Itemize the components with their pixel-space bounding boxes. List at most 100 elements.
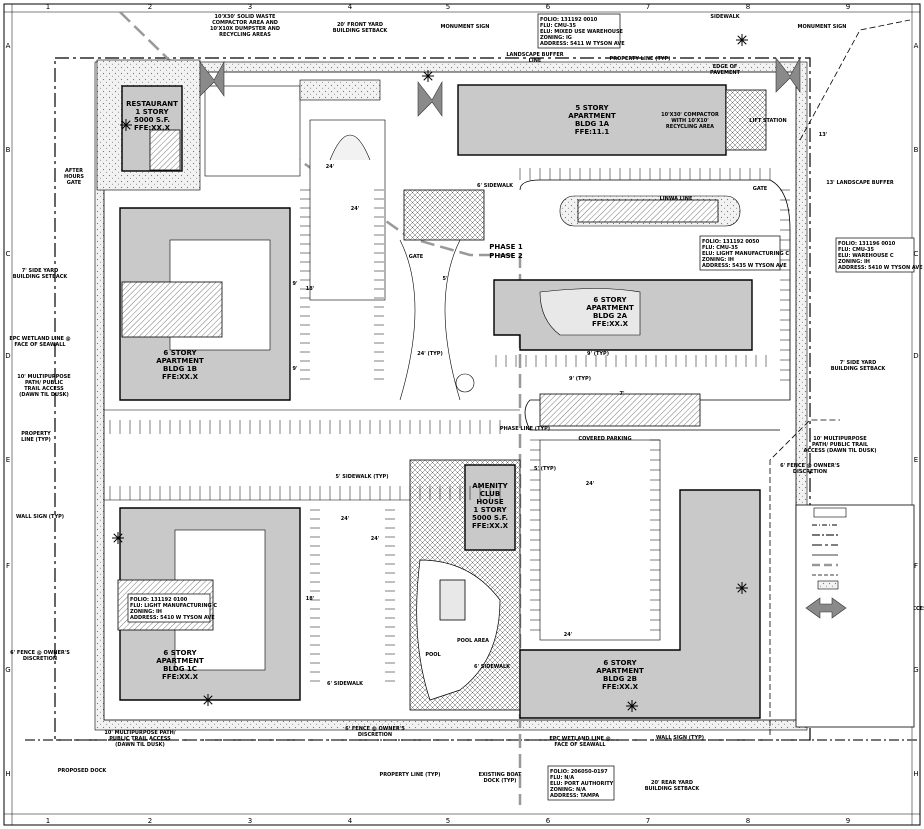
building-1c-label: FFE:XX.X	[162, 673, 199, 681]
folio-right: ZONING: IH	[838, 259, 870, 265]
front-yard-setback: 20' FRONT YARD	[337, 22, 383, 28]
folio-bottom: ELU: PORT AUTHORITY	[550, 781, 614, 787]
building-2a-label: 6 STORY	[593, 296, 627, 304]
phase-2-label: PHASE 2	[489, 252, 523, 260]
folio-left: FLU: LIGHT MANUFACTURING C	[130, 603, 217, 609]
building-1b-label: BLDG 1B	[163, 365, 197, 373]
dumpster-callout: COMPACTOR AREA AND	[212, 20, 278, 26]
grid-col-label: 5	[446, 817, 450, 825]
fence-callout: DISCRETION	[793, 469, 827, 475]
phase-line-callout: PHASE LINE (TYP)	[500, 426, 550, 432]
building-1c-label: APARTMENT	[156, 657, 204, 665]
grid-col-label: 2	[148, 3, 152, 11]
fence-callout: DISCRETION	[358, 732, 392, 738]
grid-row-label: B	[914, 146, 919, 154]
after-hours-gate: AFTER	[65, 168, 83, 174]
folio-bottom: FOLIO: 206050-0197	[550, 769, 608, 775]
folio-right: ADDRESS: 5410 W TYSON AVE	[838, 265, 923, 271]
property-line-callout: PROPERTY	[21, 431, 51, 437]
mid-road	[104, 189, 520, 501]
dimension-label: 5'	[442, 276, 447, 282]
restaurant-zone	[96, 59, 201, 191]
side-yard-setback: BUILDING SETBACK	[13, 274, 69, 280]
linwa-line-callout: LINWA LINE	[660, 196, 693, 202]
building-1a	[457, 84, 767, 156]
wetland-line-callout: FACE OF SEAWALL	[14, 342, 66, 348]
grid-row-label: E	[6, 456, 10, 464]
building-1a-label: FFE:11.1	[575, 128, 610, 136]
grid-col-label: 2	[148, 817, 152, 825]
building-2a-label: APARTMENT	[586, 304, 634, 312]
grid-row-label: C	[6, 250, 11, 258]
grid-col-label: 1	[46, 817, 50, 825]
wetland-line-callout: EPC WETLAND LINE @	[9, 336, 70, 342]
club-house-label: HOUSE	[476, 498, 504, 506]
building-2b-label: APARTMENT	[596, 667, 644, 675]
monument-sign-callout: MONUMENT SIGN	[441, 24, 490, 30]
dimension-label: 24'	[564, 632, 573, 638]
dimension-label: 5' (TYP)	[534, 466, 556, 472]
grid-col-label: 4	[348, 817, 353, 825]
building-2b-label: 6 STORY	[603, 659, 637, 667]
building-1b-label: FFE:XX.X	[162, 373, 199, 381]
edge-pavement-callout: PAVEMENT	[710, 70, 741, 76]
folio-right: FLU: CMU-35	[838, 247, 874, 253]
dimension-label: 7'	[619, 391, 624, 397]
wall-sign-icon	[112, 532, 124, 544]
club-house-label: AMENITY	[472, 482, 508, 490]
grid-row-label: H	[913, 770, 918, 778]
sidewalk-callout: SIDEWALK	[710, 14, 740, 20]
dimension-label: 9'	[292, 281, 297, 287]
property-line-callout: PROPERTY LINE (TYP)	[610, 56, 671, 62]
grid-col-label: 7	[646, 817, 650, 825]
building-2b-label: BLDG 2B	[603, 675, 637, 683]
folio-bottom: ADDRESS: TAMPA	[550, 793, 599, 799]
building-1b-label: 6 STORY	[163, 349, 197, 357]
dimension-label: 13'	[819, 132, 828, 138]
club-pool	[409, 459, 521, 711]
dimension-label: 9' (TYP)	[587, 351, 609, 357]
fence-callout: 6' FENCE @ OWNER'S	[780, 463, 840, 469]
multipurpose-path-callout: (DAWN TIL DUSK)	[19, 392, 69, 398]
grid-col-label: 8	[746, 817, 750, 825]
wetland-line-callout: FACE OF SEAWALL	[554, 742, 606, 748]
gate-label: GATE	[753, 186, 768, 192]
multipurpose-path-callout: 10' MULTIPURPOSE	[813, 436, 867, 442]
folio-mid: ZONING: IH	[702, 257, 734, 263]
dimension-label: 24'	[586, 481, 595, 487]
folio-mid-box	[699, 235, 781, 271]
side-yard-setback: BUILDING SETBACK	[831, 366, 887, 372]
side-yard-setback: 7' SIDE YARD	[840, 360, 877, 366]
top-parking	[204, 79, 386, 301]
wall-sign-icon	[120, 119, 132, 131]
lift-station-callout: LIFT STATION	[749, 118, 786, 124]
dumpster-callout: RECYCLING AREAS	[219, 32, 271, 38]
multipurpose-path-callout: 10' MULTIPURPOSE	[17, 374, 71, 380]
folio-top: FLU: CMU-35	[540, 23, 576, 29]
wall-sign-callout: WALL SIGN (TYP)	[16, 514, 64, 520]
building-1a-label: 5 STORY	[575, 104, 609, 112]
building-2b-label: FFE:XX.X	[602, 683, 639, 691]
proposed-dock-callout: PROPOSED DOCK	[58, 768, 108, 774]
folio-bottom: FLU: N/A	[550, 775, 574, 781]
multipurpose-path-callout: PATH/ PUBLIC TRAIL	[812, 442, 869, 448]
grid-row-label: H	[5, 770, 10, 778]
club-house-label: 5000 S.F.	[472, 514, 508, 522]
pool-label: POOL	[425, 652, 441, 658]
after-hours-gate: HOURS	[64, 174, 84, 180]
sidewalk-callout: 6' SIDEWALK	[327, 681, 364, 687]
folio-top-box	[537, 13, 621, 49]
folio-left-box	[127, 593, 211, 623]
ring-road	[519, 179, 791, 431]
building-1c-label: 6 STORY	[163, 649, 197, 657]
dimension-label: 9'	[292, 366, 297, 372]
grid-col-label: 3	[248, 3, 252, 11]
monument-sign-icon	[736, 34, 748, 46]
folio-right-box	[835, 237, 915, 273]
grid-col-label: 6	[546, 817, 551, 825]
dimension-label: 18'	[306, 596, 315, 602]
grid-col-label: 6	[546, 3, 551, 11]
grid-row-label: D	[913, 352, 918, 360]
sidewalk-callout: 6' SIDEWALK	[477, 183, 514, 189]
